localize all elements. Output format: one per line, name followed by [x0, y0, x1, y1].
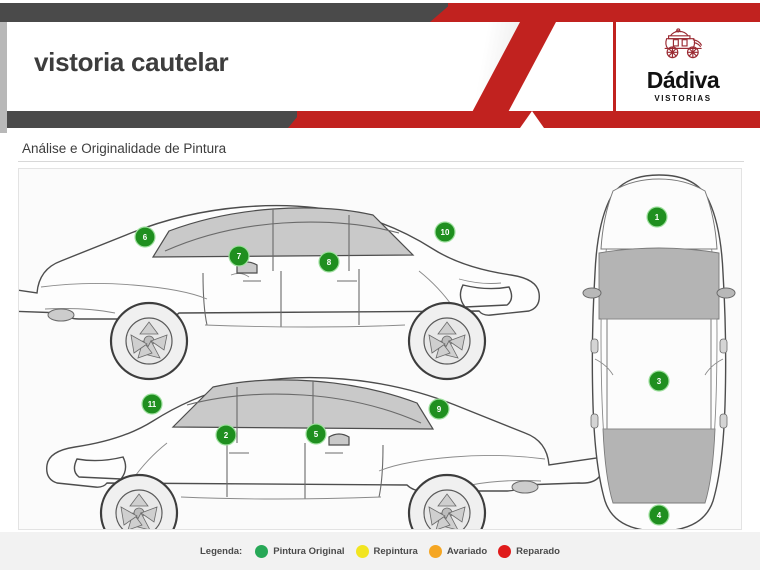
legend-dot-green [255, 544, 269, 558]
svg-text:9: 9 [437, 405, 442, 414]
section-divider [18, 161, 744, 162]
paint-marker: 3 [648, 370, 670, 392]
paint-marker: 10 [434, 221, 456, 243]
header-top-red-band [448, 3, 760, 22]
carriage-icon [664, 28, 702, 59]
wheel-rear [407, 301, 487, 381]
legend-item-repintura: Repintura [355, 544, 418, 558]
svg-text:4: 4 [657, 511, 662, 520]
paint-analysis-panel: 6 7 8 10 [18, 168, 742, 530]
legend-label: Legenda: [200, 545, 243, 557]
legend-text-pintura-original: Pintura Original [273, 545, 345, 557]
legend-text-avariado: Avariado [446, 545, 488, 557]
header-logo-separator [613, 22, 616, 111]
svg-text:3: 3 [657, 377, 662, 386]
page-header: vistoria cautelar Dádiva VISTORIAS [0, 0, 760, 133]
paint-marker: 5 [305, 423, 327, 445]
wheel-front [407, 473, 487, 529]
svg-text:10: 10 [441, 228, 450, 237]
header-left-edge [0, 3, 7, 133]
section-title: Análise e Originalidade de Pintura [22, 141, 227, 156]
svg-text:1: 1 [655, 213, 660, 222]
paint-marker: 1 [646, 206, 668, 228]
top-view: 1 3 4 [582, 174, 736, 529]
brand-subtitle: VISTORIAS [654, 94, 712, 103]
paint-marker: 9 [428, 398, 450, 420]
wheel-front [109, 301, 189, 381]
paint-marker: 7 [228, 245, 250, 267]
paint-marker: 4 [648, 504, 670, 526]
marker-group-top-view: 1 3 4 [646, 206, 670, 526]
wheel-rear [99, 473, 179, 529]
brand-name: Dádiva [646, 67, 720, 93]
paint-marker: 8 [318, 251, 340, 273]
legend-dot-red [498, 544, 512, 558]
side-view-right: 6 7 8 10 [19, 204, 540, 381]
marker-group-side-view-left: 11 2 5 9 [141, 393, 450, 446]
paint-marker: 6 [134, 226, 156, 248]
marker-group-side-view-right: 6 7 8 10 [134, 221, 456, 273]
paint-marker: 11 [141, 393, 163, 415]
vehicle-diagram: 6 7 8 10 [19, 174, 736, 529]
legend-dot-yellow [355, 544, 369, 558]
side-view-left: 11 2 5 9 [46, 376, 605, 529]
legend-text-reparado: Reparado [516, 545, 560, 557]
page-title: vistoria cautelar [34, 47, 229, 77]
header-bottom-dark-band [7, 111, 297, 128]
header-top-red-band-head [430, 3, 452, 22]
brand-logo: Dádiva VISTORIAS [627, 28, 739, 106]
legend-item-avariado: Avariado [428, 544, 488, 558]
legend-item-pintura-original: Pintura Original [255, 544, 345, 558]
svg-text:2: 2 [224, 431, 229, 440]
legend-item-reparado: Reparado [498, 544, 560, 558]
legend-text-repintura: Repintura [373, 545, 418, 557]
legend-dot-orange [428, 544, 442, 558]
svg-text:6: 6 [143, 233, 148, 242]
svg-text:8: 8 [327, 258, 332, 267]
paint-marker: 2 [215, 424, 237, 446]
header-top-dark-band [0, 3, 440, 22]
svg-text:11: 11 [148, 400, 157, 409]
legend-bar: Legenda: Pintura Original Repintura Avar… [0, 532, 760, 570]
svg-text:7: 7 [237, 252, 242, 261]
header-bottom-notch [520, 111, 544, 128]
svg-text:5: 5 [314, 430, 319, 439]
